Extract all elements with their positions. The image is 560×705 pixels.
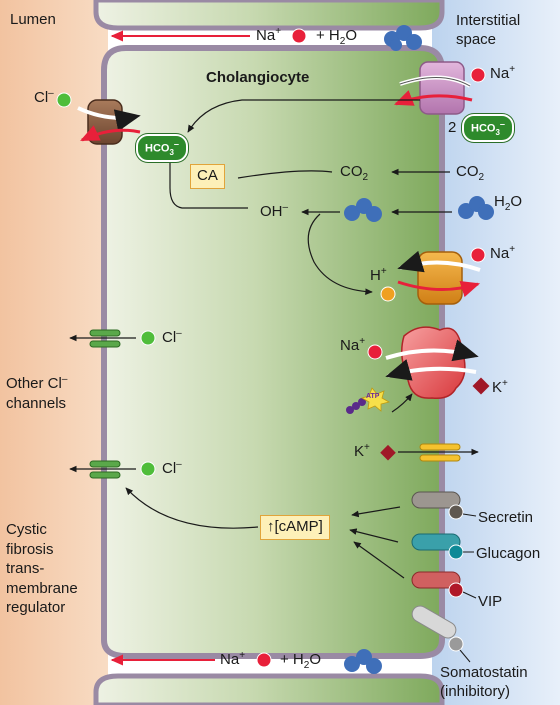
basal-na-label: Na+: [490, 64, 516, 82]
na-k-atpase: [385, 326, 479, 400]
secretin-receptor: [411, 491, 477, 520]
somatostatin-receptor: [411, 605, 471, 663]
glucagon-label: Glucagon: [476, 545, 541, 562]
atp-to-pump-arrow: [391, 393, 413, 413]
oh-label: OH–: [260, 202, 289, 220]
apical-cl-dot: [56, 92, 72, 108]
interstitial-label: Interstitial space: [456, 12, 521, 48]
other-channels-label: Other Cl– channels: [6, 374, 68, 412]
basal-hco3-pill: HCO3–: [462, 114, 514, 143]
nhe-h-label: H+: [370, 266, 387, 284]
cftr-cl-dot: [140, 461, 156, 477]
somatostatin-label: Somatostatin (inhibitory): [440, 664, 528, 700]
pump-na-label: Na+: [340, 336, 366, 354]
nhe-na-dot: [470, 247, 486, 263]
carbonic-anhydrase-box: CA: [190, 164, 225, 189]
basal-na-dot: [470, 67, 486, 83]
camp-to-cftr-arrow: [125, 487, 259, 529]
interstitial-h2o-label: H2O: [494, 193, 523, 213]
bottom-water-icon: [344, 649, 382, 674]
nhe-na-label: Na+: [490, 244, 516, 262]
top-na-dot: [291, 28, 307, 44]
h-to-exchanger-arrow: [307, 213, 373, 296]
k-channel: [398, 443, 479, 462]
atp-icon: [346, 387, 391, 414]
vip-receptor: [411, 571, 477, 599]
secretin-label: Secretin: [478, 509, 534, 526]
vip-signal-arrow: [353, 541, 405, 579]
other-channel-cl-label: Cl–: [162, 328, 182, 346]
cftr-cl-label: Cl–: [162, 459, 182, 477]
k-channel-diamond: [380, 444, 396, 461]
bottom-flux-water: + H2O: [280, 651, 321, 671]
nhe-h-dot: [380, 286, 396, 302]
basal-hco3-coeff: 2: [448, 119, 457, 136]
cl-hco3-exchanger: [77, 99, 141, 145]
secretin-signal-arrow: [351, 506, 401, 518]
bottom-na-dot: [256, 652, 272, 668]
pump-k-label: K+: [492, 378, 508, 396]
ca-to-hco3-arrow: [166, 155, 248, 209]
glucagon-signal-arrow: [349, 528, 399, 543]
hco3-import-arrow: [187, 99, 420, 133]
top-flux-water: + H2O: [316, 27, 357, 47]
top-flux-na: Na+: [256, 26, 282, 44]
cell-co2-label: CO2: [340, 163, 369, 183]
cell-title: Cholangiocyte: [206, 69, 310, 86]
interstitial-co2-label: CO2: [456, 163, 485, 183]
na-hco3-cotransporter: [394, 61, 473, 115]
cftr-channel: [69, 460, 136, 479]
cftr-label: Cystic fibrosis trans- membrane regulato…: [6, 521, 78, 616]
pump-k-diamond: [472, 377, 490, 395]
upper-cell: [93, 0, 445, 31]
top-water-icon: [384, 25, 422, 51]
na-h-exchanger: [397, 250, 481, 305]
cell-water-icon: [344, 198, 382, 222]
other-channel-cl-dot: [140, 330, 156, 346]
apical-cl-label: Cl–: [34, 88, 54, 106]
k-channel-label: K+: [354, 442, 370, 460]
other-cl-channel: [69, 329, 136, 348]
bottom-flux-na: Na+: [220, 650, 246, 668]
pump-na-dot: [367, 344, 383, 360]
co2-to-ca-arrow: [237, 170, 333, 179]
lower-cell: [93, 673, 445, 705]
glucagon-receptor: [411, 533, 474, 560]
vip-label: VIP: [478, 593, 503, 610]
lumen-label: Lumen: [10, 11, 56, 28]
atp-label: ATP: [366, 393, 380, 400]
camp-box: ↑[cAMP]: [260, 515, 330, 540]
interstitial-water-icon: [458, 196, 494, 220]
apical-hco3-pill: HCO3–: [136, 134, 188, 163]
